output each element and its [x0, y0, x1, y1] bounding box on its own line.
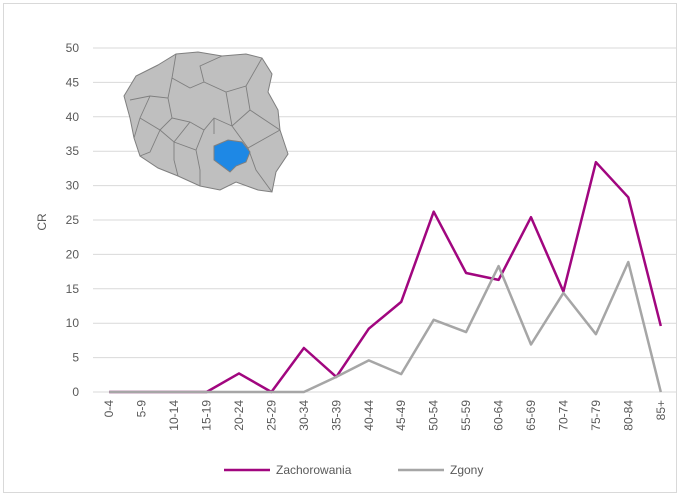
- poland-map: [123, 51, 289, 193]
- series-line-zgony: [109, 260, 663, 394]
- x-tick-label: 75-79: [589, 400, 603, 431]
- poland-outline: [123, 51, 289, 193]
- y-tick-label: 35: [66, 144, 80, 158]
- y-tick-label: 40: [66, 110, 80, 124]
- legend-label-zachorowania: Zachorowania: [276, 463, 352, 477]
- y-tick-label: 0: [72, 385, 79, 399]
- y-axis-label: CR: [35, 213, 49, 231]
- x-tick-label: 10-14: [167, 400, 181, 431]
- x-tick-label: 30-34: [297, 400, 311, 431]
- x-tick-label: 45-49: [394, 400, 408, 431]
- legend: Zachorowania Zgony: [224, 463, 483, 477]
- x-tick-label: 80-84: [621, 400, 635, 431]
- x-tick-label: 15-19: [200, 400, 214, 431]
- y-tick-label: 45: [66, 75, 80, 89]
- x-tick-label: 20-24: [232, 400, 246, 431]
- y-axis-ticks: 0 5 10 15 20 25 30 35 40 45 50: [66, 41, 80, 399]
- x-tick-label: 70-74: [556, 400, 570, 431]
- region-borders: [129, 53, 281, 193]
- x-tick-label: 60-64: [492, 400, 506, 431]
- y-tick-label: 5: [72, 351, 79, 365]
- y-tick-label: 15: [66, 282, 80, 296]
- legend-label-zgony: Zgony: [450, 463, 483, 477]
- series-lines: [109, 160, 663, 394]
- x-tick-label: 85+: [654, 400, 668, 420]
- chart-frame: [3, 3, 677, 493]
- y-tick-label: 20: [66, 247, 80, 261]
- x-tick-label: 65-69: [524, 400, 538, 431]
- x-tick-label: 35-39: [329, 400, 343, 431]
- y-tick-label: 30: [66, 179, 80, 193]
- x-tick-label: 50-54: [427, 400, 441, 431]
- x-tick-label: 0-4: [102, 400, 116, 418]
- x-tick-label: 40-44: [362, 400, 376, 431]
- x-tick-label: 25-29: [264, 400, 278, 431]
- x-tick-label: 5-9: [135, 400, 149, 418]
- y-tick-label: 25: [66, 213, 80, 227]
- highlighted-region: [213, 139, 251, 173]
- y-tick-label: 50: [66, 41, 80, 55]
- x-axis-ticks: 0-4 5-9 10-14 15-19 20-24 25-29 30-34 35-39 40-4…: [102, 400, 668, 431]
- x-tick-label: 55-59: [459, 400, 473, 431]
- y-tick-label: 10: [66, 316, 80, 330]
